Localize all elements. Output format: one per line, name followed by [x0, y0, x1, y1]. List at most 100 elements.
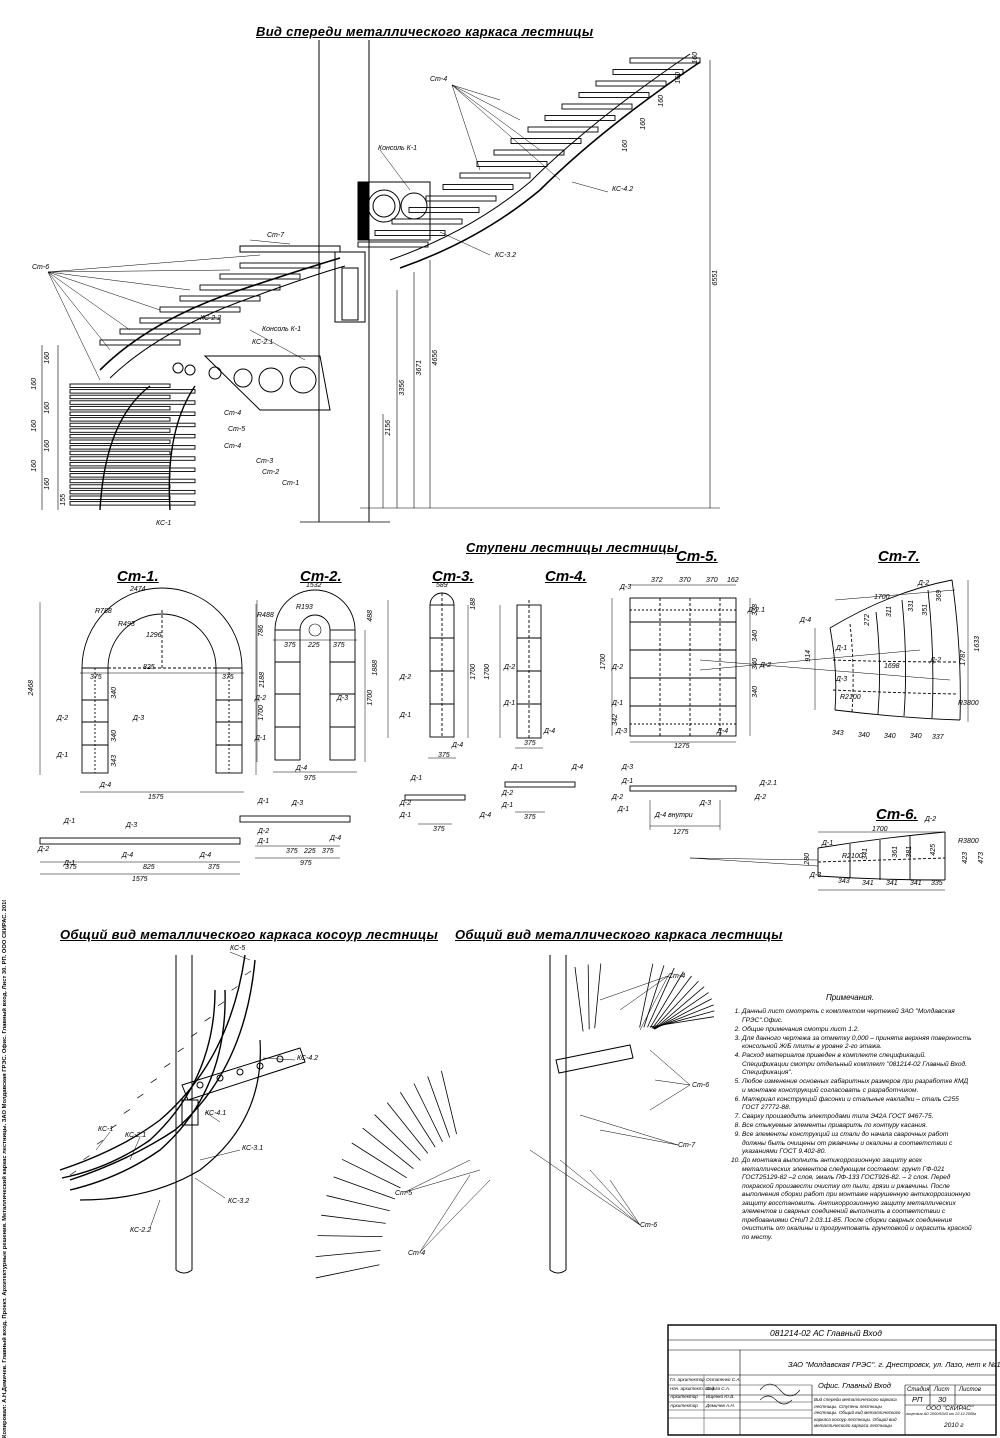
st1-title: Ст-1. — [117, 568, 159, 585]
st1-label-d4: Д-4 — [100, 782, 112, 789]
st2-sec-d2: Д-2 — [258, 828, 270, 835]
riser-dim-1: 160 — [44, 352, 51, 364]
st5-s4: 340 — [752, 686, 759, 698]
st7-w: 1700 — [874, 594, 890, 601]
st2-d1: 375 — [284, 642, 296, 649]
st1-label-d1: Д-1 — [57, 752, 69, 759]
st4-sec-w: 375 — [524, 814, 536, 821]
st2-c1: 1532 — [306, 582, 322, 589]
general-leader — [639, 975, 669, 1031]
general-step — [650, 971, 684, 1028]
dim-4656: 4656 — [432, 350, 439, 366]
tb-name-4: Демичев А.Н. — [706, 1403, 735, 1408]
tb-sheet: 30 — [938, 1395, 947, 1404]
general-view-title: Общий вид металлического каркаса лестниц… — [455, 927, 783, 942]
st1-h: 2468 — [28, 680, 35, 696]
lower-step-stack — [69, 495, 171, 500]
general-step — [341, 1158, 401, 1189]
st7-len: 1698 — [884, 663, 900, 670]
lower-step-stack — [69, 489, 196, 495]
st7-h1: 914 — [805, 650, 812, 662]
stringer-tooth — [137, 1093, 144, 1099]
general-step — [315, 1250, 381, 1257]
st3-label-d2: Д-2 — [400, 674, 412, 681]
st3-title: Ст-3. — [432, 568, 474, 585]
stringer-tooth — [231, 986, 238, 991]
st1-c1: 2474 — [130, 586, 146, 593]
st3-label-d1: Д-1 — [400, 712, 412, 719]
general-step — [643, 965, 665, 1028]
notes-title: Примечания. — [825, 993, 875, 1002]
tb-sheets-header: Листов — [959, 1387, 981, 1393]
general-leader — [404, 1159, 471, 1193]
st5-s2: 340 — [752, 630, 759, 642]
stringer-label-ks21: КС-2.1 — [125, 1132, 147, 1139]
st5-w: 1275 — [674, 743, 690, 750]
st6-b1: 343 — [838, 878, 850, 885]
st4-sec-d1b: Д-1 — [502, 802, 514, 809]
st6-h1: 280 — [804, 853, 811, 865]
st7-h2: 1633 — [974, 636, 981, 652]
upper-step — [629, 57, 701, 64]
general-step — [639, 963, 654, 1028]
stringer-label-ks42: КС-4.2 — [297, 1055, 319, 1062]
st4-sec-d4: Д-4 — [572, 764, 584, 771]
st1-d3: 375 — [222, 674, 234, 681]
st7-b3: 340 — [884, 733, 896, 740]
general-step — [321, 1214, 386, 1224]
tb-name-3: Ищенко Ю.В. — [706, 1394, 735, 1399]
st3-sec-w: 375 — [433, 826, 445, 833]
front-label-st7: Ст-7 — [267, 232, 285, 239]
st5-title: Ст-5. — [676, 548, 718, 565]
st2-sec-375a: 375 — [286, 848, 298, 855]
lower-step-stack — [69, 400, 196, 405]
front-label-st4a: Ст-4 — [224, 410, 242, 417]
st3-h3: 188 — [470, 598, 477, 610]
general-leader — [599, 1129, 679, 1146]
upper-step — [374, 230, 446, 236]
st7-top5: 369 — [936, 590, 943, 602]
st5-label-d3-top: Д-3 — [620, 584, 632, 591]
st1-s3: 343 — [111, 755, 118, 767]
front-label-ks1: КС-1 — [156, 520, 172, 527]
lower-step-stack — [69, 422, 196, 428]
st5-sec-d1b: Д-1 — [618, 806, 630, 813]
st4-label-d1: Д-1 — [504, 700, 516, 707]
st6-b2: 341 — [862, 880, 874, 887]
stringer-tooth — [204, 1016, 211, 1022]
riser-dim-6: 160 — [31, 460, 38, 472]
st2-label-d2: Д-2 — [255, 695, 267, 702]
front-label-st3: Ст-3 — [256, 458, 274, 465]
general-step — [427, 1076, 451, 1138]
st2-title: Ст-2. — [300, 568, 342, 585]
general-leader — [419, 1174, 471, 1253]
st5-label-d4: Д-4 — [717, 728, 729, 735]
general-leader — [619, 975, 669, 1011]
front-label-st5: Ст-5 — [228, 426, 246, 433]
st7-label-d4: Д-4 — [800, 617, 812, 624]
riser-dim-2: 160 — [31, 378, 38, 390]
dim-3356: 3356 — [399, 380, 406, 396]
st5-label-d3-bot: Д-3 — [616, 728, 628, 735]
st5-top-3: 370 — [706, 577, 718, 584]
tb-lic: лицензия АО 1000/5343 от 22.12.2008г — [906, 1412, 977, 1416]
general-step — [333, 1176, 395, 1200]
note-item: Все стыкуемые элементы приварить по конт… — [742, 1122, 972, 1131]
general-leader — [529, 1149, 641, 1226]
st3-c1: 589 — [436, 582, 448, 589]
st6-t1: 341 — [862, 848, 869, 860]
tb-role-1: Гл. архитектор — [670, 1377, 705, 1382]
st1-sec-d1: Д-1 — [64, 818, 76, 825]
general-leader — [579, 1114, 679, 1146]
st6-h2: 423 — [962, 852, 969, 864]
general-step — [326, 1195, 390, 1212]
st7-r2: R3800 — [958, 700, 979, 707]
tb-company: ООО "СКИРАС" — [926, 1405, 974, 1412]
st3-sec-d2: Д-2 — [400, 800, 412, 807]
lower-step-stack — [69, 467, 196, 472]
st5-label-d2: Д-2 — [612, 664, 624, 671]
general-step — [386, 1102, 429, 1154]
stringer-label-ks22: КС-2.2 — [130, 1227, 152, 1234]
st4-label-d4: Д-4 — [544, 728, 556, 735]
